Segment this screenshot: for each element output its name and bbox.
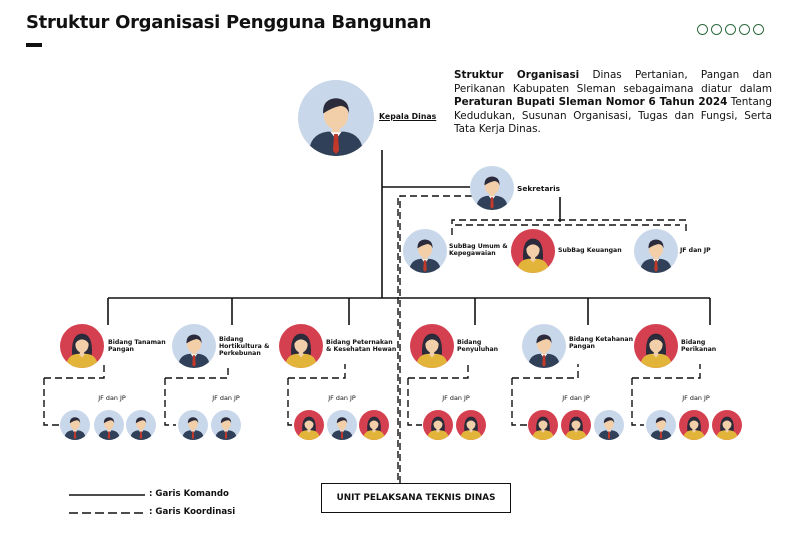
node-bidang-peternakan: Bidang Peternakan & Kesehatan Hewan xyxy=(326,339,397,353)
title-underline xyxy=(26,43,42,47)
legend-command: : Garis Komando xyxy=(149,489,229,499)
node-kepala-dinas: Kepala Dinas xyxy=(379,112,437,121)
male-avatar-icon xyxy=(646,410,676,440)
command-lines xyxy=(107,150,711,325)
male-avatar-icon xyxy=(470,166,514,210)
decorative-dots xyxy=(697,24,764,35)
field-staff-label: JF dan JP xyxy=(98,394,126,402)
male-avatar-icon xyxy=(211,410,241,440)
field-staff-label: JF dan JP xyxy=(682,394,710,402)
circle-icon xyxy=(697,24,708,35)
node-bidang-perikanan: Bidang Perikanan xyxy=(681,339,717,353)
field-staff-label: JF dan JP xyxy=(562,394,590,402)
female-avatar-icon xyxy=(279,324,323,368)
female-avatar-icon xyxy=(423,410,453,440)
circle-icon xyxy=(711,24,722,35)
male-avatar-icon xyxy=(634,229,678,273)
legend-lines xyxy=(69,494,145,514)
male-avatar-icon xyxy=(327,410,357,440)
node-bidang-penyuluhan: Bidang Penyuluhan xyxy=(457,339,499,353)
node-bidang-hortikultura: Bidang Hortikultura & Perkebunan xyxy=(219,336,270,357)
field-staff-label: JF dan JP xyxy=(212,394,240,402)
description-bold-2: Peraturan Bupati Sleman Nomor 6 Tahun 20… xyxy=(454,96,728,109)
circle-icon xyxy=(753,24,764,35)
male-avatar-icon xyxy=(172,324,216,368)
female-avatar-icon xyxy=(561,410,591,440)
circle-icon xyxy=(739,24,750,35)
node-upt-dinas: UNIT PELAKSANA TEKNIS DINAS xyxy=(321,483,511,513)
female-avatar-icon xyxy=(456,410,486,440)
description-paragraph: Struktur Organisasi Dinas Pertanian, Pan… xyxy=(454,69,772,137)
field-staff-label: JF dan JP xyxy=(328,394,356,402)
female-avatar-icon xyxy=(294,410,324,440)
coordination-lines xyxy=(43,195,701,483)
female-avatar-icon xyxy=(679,410,709,440)
node-bidang-ketahanan-pangan: Bidang Ketahanan Pangan xyxy=(569,336,634,350)
node-sekretaris: Sekretaris xyxy=(517,184,561,193)
node-subbag-umum: SubBag Umum & Kepegawaian xyxy=(449,243,508,257)
node-subbag-keuangan: SubBag Keuangan xyxy=(558,247,622,254)
description-bold-1: Struktur Organisasi xyxy=(454,69,580,81)
page-title: Struktur Organisasi Pengguna Bangunan xyxy=(26,12,432,33)
female-avatar-icon xyxy=(359,410,389,440)
male-avatar-icon xyxy=(126,410,156,440)
field-staff-label: JF dan JP xyxy=(442,394,470,402)
male-avatar-icon xyxy=(298,80,374,156)
description-text-2: Tentang Kedudukan, Susunan Organisasi, T… xyxy=(454,96,772,136)
male-avatar-icon xyxy=(60,410,90,440)
node-jf-jp: JF dan JP xyxy=(680,247,711,254)
female-avatar-icon xyxy=(634,324,678,368)
legend-coordination: : Garis Koordinasi xyxy=(149,507,236,517)
female-avatar-icon xyxy=(410,324,454,368)
female-avatar-icon xyxy=(60,324,104,368)
male-avatar-icon xyxy=(594,410,624,440)
male-avatar-icon xyxy=(94,410,124,440)
female-avatar-icon xyxy=(511,229,555,273)
male-avatar-icon xyxy=(403,229,447,273)
female-avatar-icon xyxy=(528,410,558,440)
field-staff-avatars xyxy=(60,410,742,440)
description-text-1: Dinas Pertanian, Pangan dan Perikanan Ka… xyxy=(454,69,773,95)
male-avatar-icon xyxy=(178,410,208,440)
female-avatar-icon xyxy=(712,410,742,440)
male-avatar-icon xyxy=(522,324,566,368)
circle-icon xyxy=(725,24,736,35)
node-bidang-tanaman-pangan: Bidang Tanaman Pangan xyxy=(108,339,166,353)
